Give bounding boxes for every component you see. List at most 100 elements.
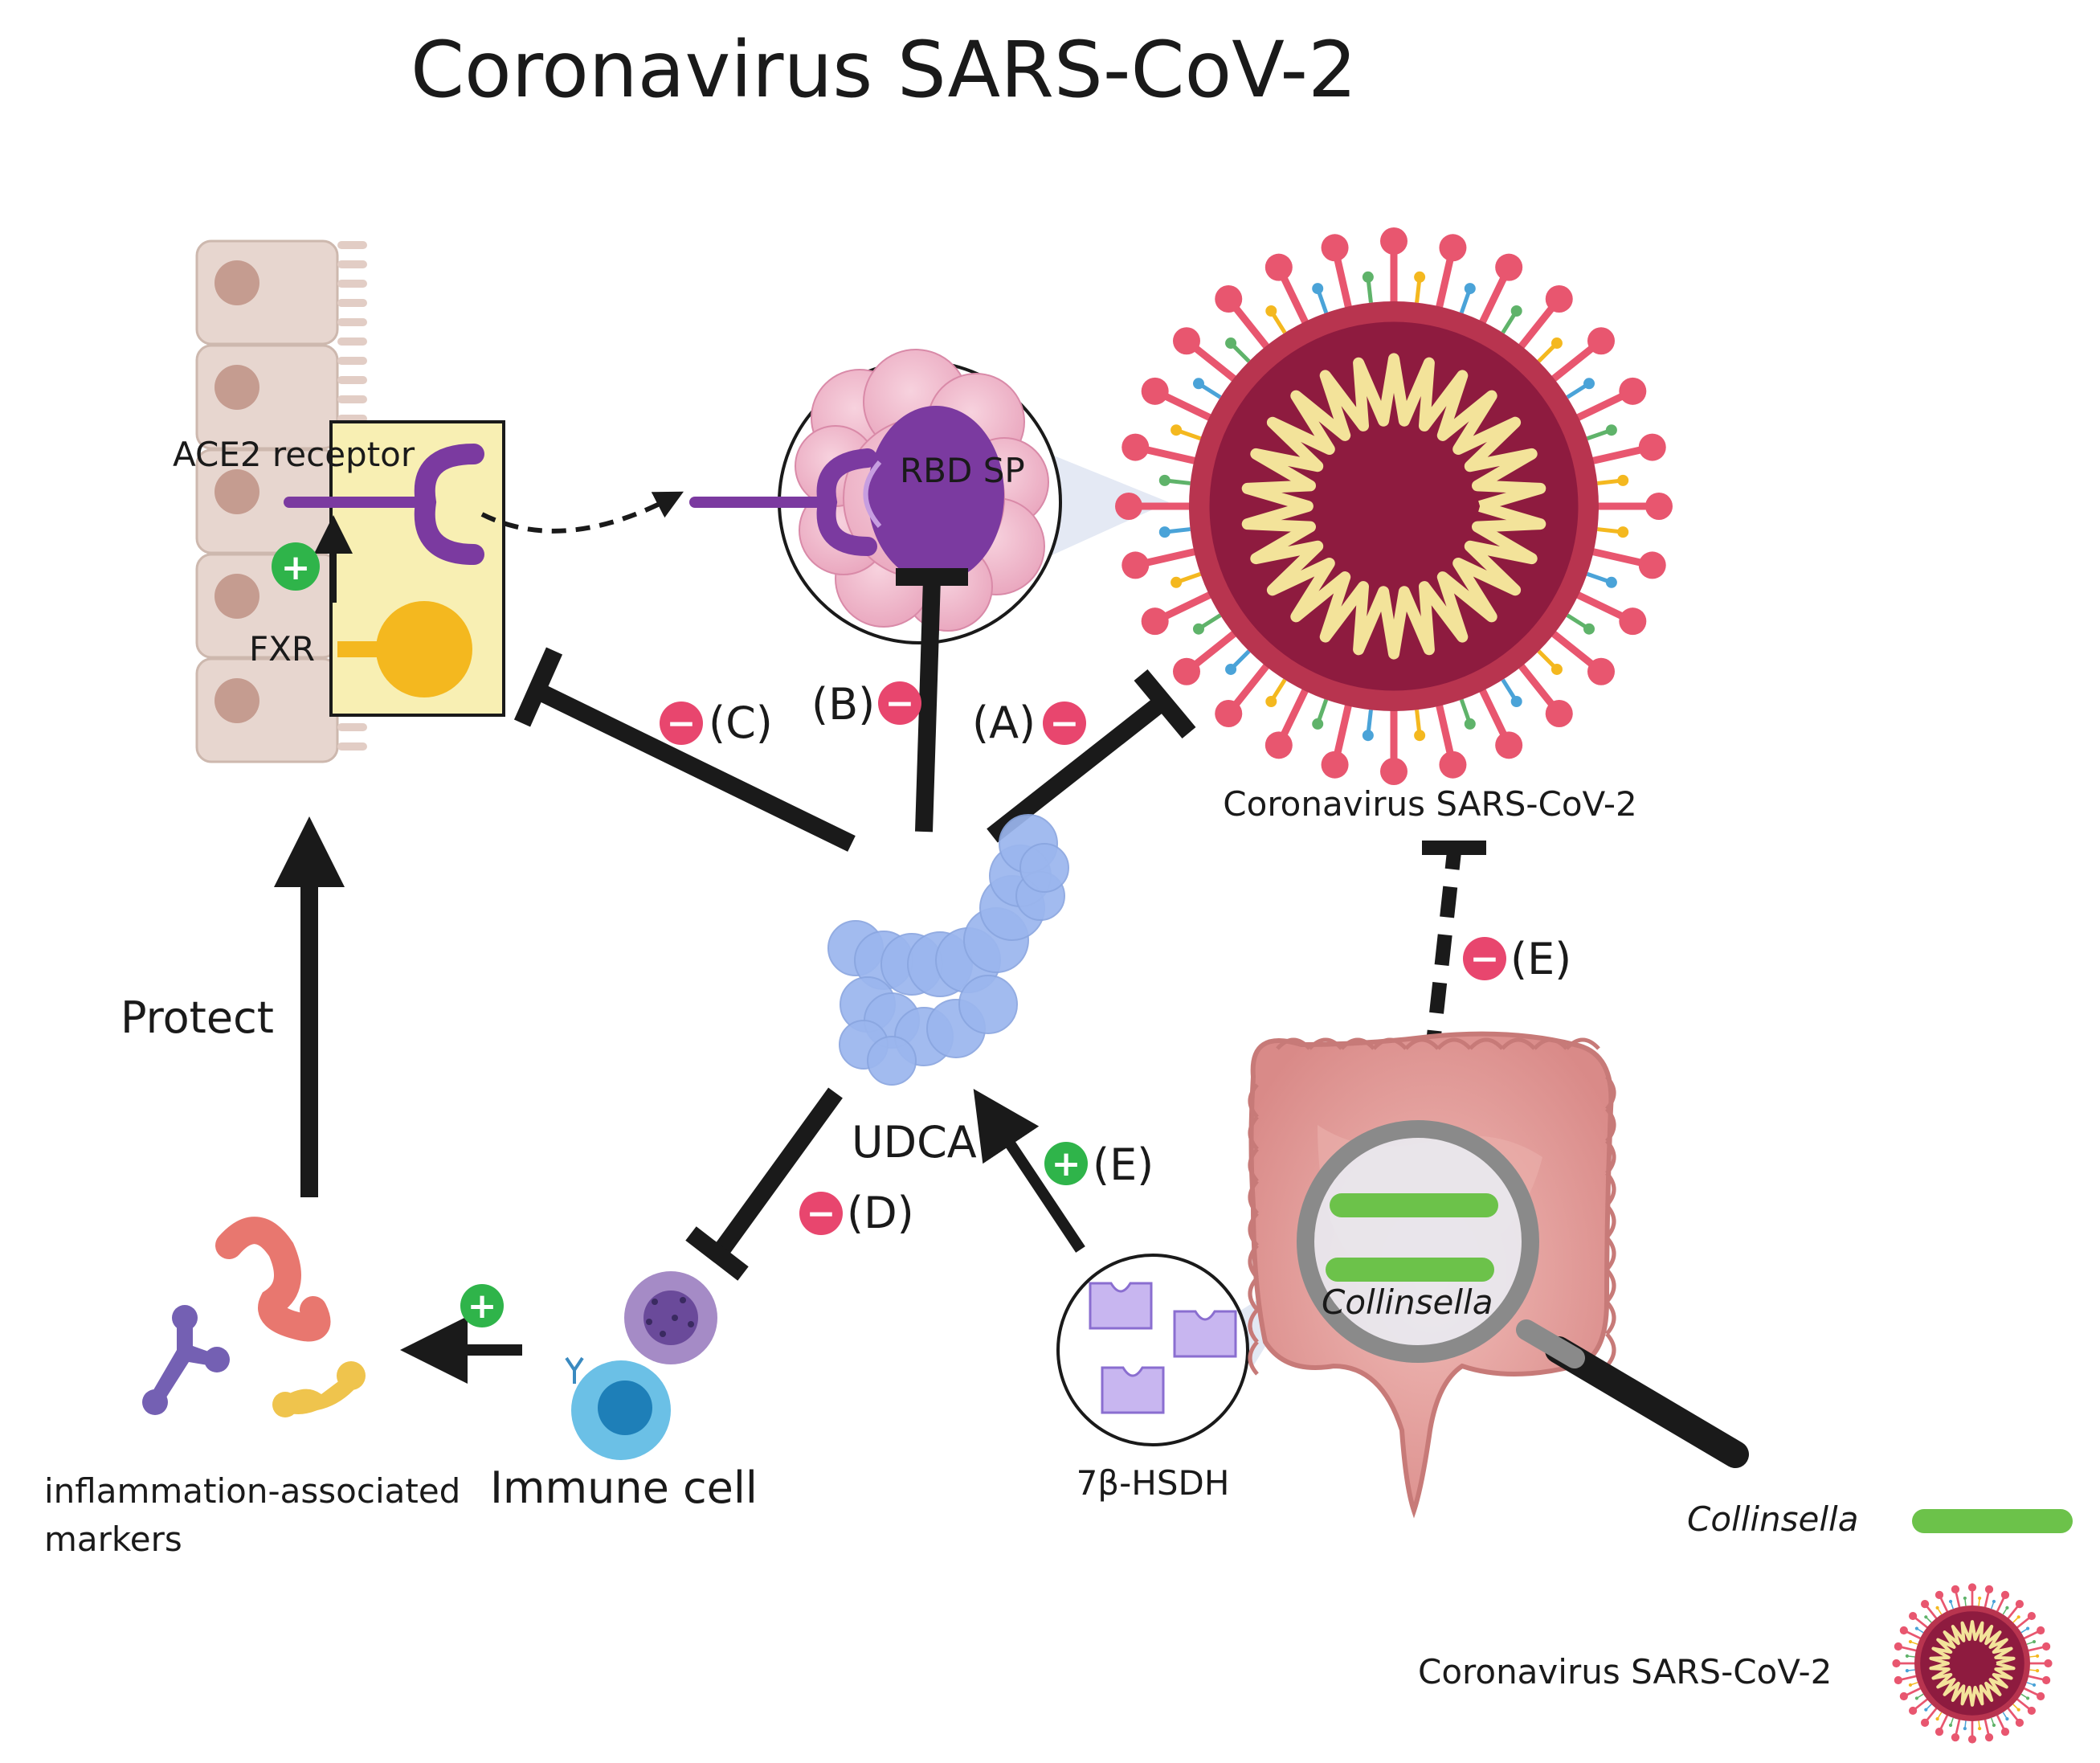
membrane-protein-head	[1908, 1683, 1913, 1687]
colon-haustra	[1248, 1147, 1259, 1183]
svg-text:−: −	[1470, 939, 1500, 980]
colon-haustra	[1276, 1037, 1311, 1050]
colon-haustra	[1605, 1236, 1616, 1271]
granule	[672, 1315, 678, 1321]
membrane-protein-head	[1605, 576, 1617, 588]
colon-haustra	[1248, 1244, 1259, 1279]
udca-inhibition-lines	[513, 568, 1196, 1281]
rbd-sp-label: RBD SP	[900, 451, 1025, 490]
membrane-protein-head	[1510, 696, 1522, 708]
membrane-protein-head	[1935, 1606, 1939, 1610]
fxr-icon	[337, 601, 472, 697]
membrane-protein-head	[2016, 1708, 2020, 1712]
granule	[652, 1299, 658, 1305]
membrane-protein-head	[1414, 271, 1426, 283]
membrane-protein-head	[2032, 1639, 2037, 1644]
virus-icon	[1115, 227, 1673, 785]
spike-head	[1495, 731, 1523, 759]
inhibit-line-d	[712, 1087, 843, 1259]
membrane-protein-head	[1265, 305, 1277, 317]
udca-atom	[1019, 843, 1069, 893]
inhibit-line-c	[534, 683, 856, 852]
fxr-plus-sign: +	[272, 542, 320, 591]
rbd-zoom: RBD SP	[689, 349, 1169, 644]
immune-plus-sign: +	[460, 1284, 504, 1327]
membrane-protein-head	[1312, 283, 1324, 295]
spike-head	[1587, 657, 1616, 685]
spike-head	[1951, 1733, 1960, 1742]
effect-c: − (C)	[660, 697, 773, 748]
spike-head	[1321, 234, 1349, 262]
spike-head	[1935, 1728, 1944, 1736]
cell-nucleus	[214, 574, 259, 619]
membrane-protein-head	[1924, 1615, 1928, 1619]
membrane-protein-head	[1617, 474, 1629, 486]
membrane-protein-head	[1192, 378, 1204, 390]
spike-head	[1951, 1585, 1960, 1593]
svg-text:(E): (E)	[1093, 1139, 1154, 1190]
udca-molecule-icon	[827, 814, 1069, 1086]
membrane-protein-head	[2035, 1654, 2040, 1658]
membrane-protein-head	[1948, 1599, 1953, 1604]
inhibit-bar-d	[685, 1226, 749, 1281]
colon-haustra	[1469, 1037, 1504, 1050]
cell-nucleus	[214, 469, 259, 514]
spike-head	[1892, 1659, 1901, 1668]
spike-head	[1920, 1600, 1930, 1609]
spike-head	[2000, 1590, 2010, 1599]
membrane-protein-head	[1963, 1726, 1967, 1731]
spike-head	[1141, 607, 1169, 636]
membrane-protein-head	[1924, 1708, 1928, 1712]
spike-head	[1894, 1642, 1902, 1651]
spike-head	[1121, 433, 1150, 461]
spike-head	[1638, 433, 1666, 461]
diagram-title: Coronavirus SARS-CoV-2	[411, 25, 1357, 115]
spike-head	[2037, 1691, 2045, 1701]
membrane-protein-head	[1992, 1723, 1996, 1728]
svg-text:−: −	[885, 683, 915, 724]
spike-head	[1619, 607, 1647, 636]
membrane-protein-head	[1978, 1726, 1982, 1731]
spike-head	[2015, 1718, 2024, 1727]
spike-head	[2000, 1728, 2010, 1736]
granule	[646, 1319, 652, 1325]
membrane-protein-head	[1605, 424, 1617, 436]
membrane-protein-head	[1948, 1723, 1953, 1728]
spike-head	[1935, 1590, 1944, 1599]
membrane-protein-head	[1362, 271, 1374, 283]
membrane-protein-head	[2035, 1669, 2040, 1673]
colon-haustra	[1248, 1308, 1259, 1344]
rbd-notch-icon	[863, 460, 882, 528]
spike-head	[1899, 1691, 1908, 1701]
membrane-protein-head	[2025, 1696, 2030, 1700]
enzyme-unit	[1173, 1310, 1237, 1358]
colon-haustra	[1501, 1037, 1536, 1050]
spike-head	[1439, 751, 1467, 779]
spike-head	[1909, 1611, 1918, 1621]
markers-label-line2: markers	[44, 1520, 182, 1559]
magnifier-icon	[1297, 1120, 1749, 1468]
binding-dashed-arrow	[480, 491, 684, 534]
colon-haustra	[1605, 1300, 1616, 1336]
effect-d: − (D)	[799, 1188, 914, 1238]
protect-label: Protect	[121, 992, 274, 1043]
effect-a: (A) −	[972, 697, 1086, 748]
granule	[680, 1297, 686, 1303]
spike-head	[1638, 551, 1666, 579]
svg-text:(C): (C)	[709, 697, 773, 748]
spike-head	[2015, 1600, 2024, 1609]
membrane-protein-head	[1978, 1596, 1982, 1601]
svg-text:+: +	[1052, 1143, 1081, 1184]
colon-haustra	[1308, 1037, 1343, 1050]
ace2-bound-icon	[816, 448, 877, 556]
collinsella-inhibits-virus	[1419, 841, 1486, 1110]
svg-text:(E): (E)	[1510, 934, 1571, 984]
spike-head	[1967, 1735, 1977, 1744]
enzyme-produces-udca-arrow	[973, 1089, 1085, 1253]
spike-head	[1141, 377, 1169, 405]
svg-text:+: +	[281, 547, 311, 588]
membrane-protein-head	[1362, 730, 1374, 742]
spike-head	[1894, 1675, 1902, 1685]
rbd-domain-icon	[868, 406, 1004, 583]
colon-haustra	[1248, 1115, 1259, 1151]
